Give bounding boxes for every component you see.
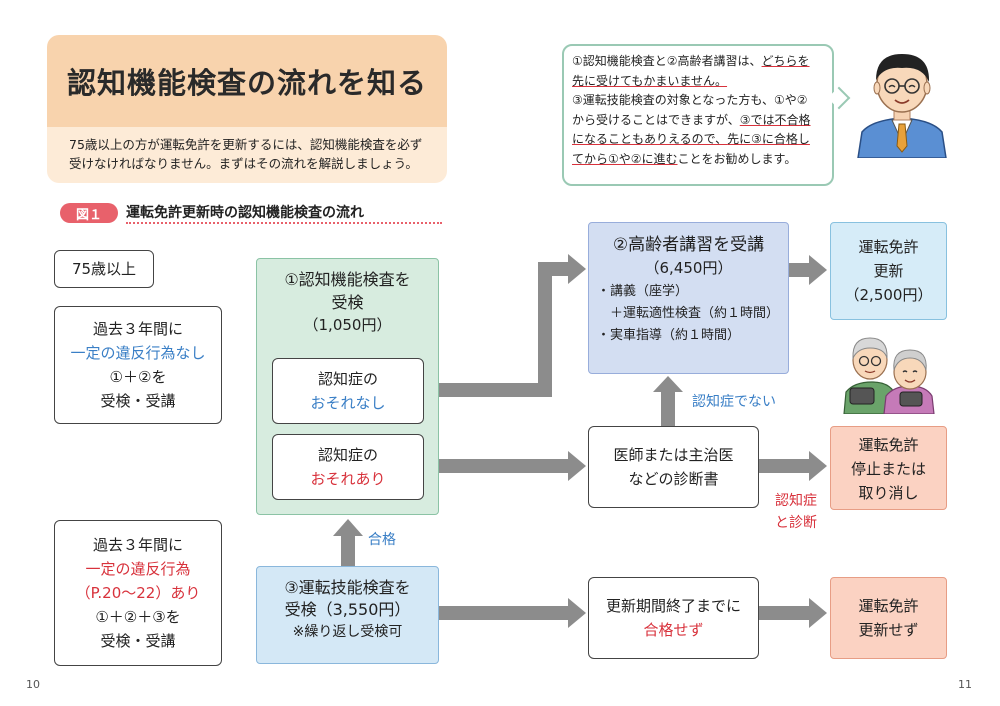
- page-title: 認知機能検査の流れを知る: [66, 66, 427, 100]
- speech-line-5-underline: 先に③に合格し: [727, 132, 810, 146]
- speech-line-3: ③運転技能検査の対象となった方も、①や②: [572, 93, 808, 107]
- intro-line-2: 受けなければなりません。まずはその流れを解説しましょう。: [69, 156, 418, 171]
- norenew-line-2: 更新せず: [858, 621, 919, 639]
- arrow-safe-head: [568, 254, 586, 284]
- arrow-pass-body: [341, 534, 355, 566]
- not-passed-box: 更新期間終了までに 合格せず: [588, 577, 759, 659]
- speech-line-1-underline: どちらを: [761, 54, 810, 68]
- arrow-risk-head: [568, 451, 586, 481]
- age-box: 75歳以上: [54, 250, 154, 288]
- no-dementia-label: 認知症でない: [692, 394, 776, 410]
- risk-line-2: おそれあり: [310, 470, 386, 488]
- result-no-risk: 認知症の おそれなし: [272, 358, 424, 424]
- speech-line-5: になることもありえるので、: [572, 132, 728, 146]
- risk-line-1: 認知症の: [317, 446, 378, 464]
- case-no-violation: 過去３年間に 一定の違反行為なし ①＋②を 受検・受講: [54, 306, 222, 424]
- arrow-fail-head: [568, 598, 586, 628]
- case2-line-3: （P.20～22）あり: [75, 584, 201, 602]
- intro-line-1: 75歳以上の方が運転免許を更新するには、認知機能検査を必ず: [69, 137, 423, 152]
- license-renewed-box: 運転免許 更新 （2,500円）: [830, 222, 947, 320]
- elderly-lecture-box: ②高齢者講習を受講 （6,450円） ・講義（座学） ＋運転適性検査（約１時間）…: [588, 222, 789, 374]
- arrow-stop-body: [759, 459, 811, 473]
- renew-line-2: 更新: [873, 262, 904, 280]
- page-number-left: 10: [26, 678, 40, 691]
- lecture-item-1: ・講義（座学）: [597, 284, 689, 299]
- driving-skill-test-box: ③運転技能検査を 受検（3,550円） ※繰り返し受検可: [256, 566, 439, 664]
- lecture-title: ②高齢者講習を受講: [612, 235, 765, 255]
- figure-title: 運転免許更新時の認知機能検査の流れ: [126, 202, 442, 224]
- renew-fee: （2,500円）: [844, 286, 933, 304]
- case1-line-4: 受検・受講: [100, 392, 176, 410]
- speech-line-6-underline: てから①や②に進む: [572, 151, 678, 166]
- arrow-pass-head: [333, 519, 363, 536]
- speech-line-6: ことをお勧めします。: [677, 151, 797, 166]
- doctor-line-2: などの診断書: [628, 470, 719, 488]
- skill-line-2: 受検（3,550円）: [284, 600, 411, 619]
- arrow-safe-top: [538, 262, 570, 276]
- skill-line-3: ※繰り返し受検可: [292, 624, 403, 640]
- arrow-safe-horizontal: [424, 383, 552, 397]
- case1-line-3: ①＋②を: [109, 368, 167, 386]
- doctor-line-1: 医師または主治医: [613, 446, 734, 464]
- renew-line-1: 運転免許: [858, 238, 919, 256]
- speech-line-2: 先に受けてもかまいません。: [572, 73, 728, 88]
- stop-line-1: 運転免許: [858, 436, 919, 454]
- speech-line-1: ①認知機能検査と②高齢者講習は、: [572, 54, 762, 68]
- no-risk-line-1: 認知症の: [317, 370, 378, 388]
- age-label: 75歳以上: [71, 260, 137, 278]
- arrow-doctor-up-body: [661, 390, 675, 426]
- cognitive-test-title: ①認知機能検査を 受検 （1,050円）: [256, 268, 439, 337]
- stop-line-3: 取り消し: [858, 484, 919, 502]
- arrow-norenew-head: [809, 598, 827, 628]
- lecture-item-3: ・実車指導（約１時間）: [597, 328, 741, 343]
- period-line-2: 合格せず: [643, 621, 704, 639]
- speech-bubble: ①認知機能検査と②高齢者講習は、どちらを 先に受けてもかまいません。 ③運転技能…: [562, 44, 834, 186]
- lecture-item-2: ＋運転適性検査（約１時間）: [597, 306, 780, 321]
- arrow-doctor-up-head: [653, 376, 683, 392]
- license-not-renewed-box: 運転免許 更新せず: [830, 577, 947, 659]
- arrow-risk-body: [424, 459, 570, 473]
- license-suspended-box: 運転免許 停止または 取り消し: [830, 426, 947, 510]
- stop-line-2: 停止または: [850, 460, 926, 478]
- diagnosis-line-1: 認知症: [775, 493, 817, 509]
- arrow-safe-vertical: [538, 262, 552, 397]
- case2-line-1: 過去３年間に: [92, 536, 183, 554]
- intro-text: 75歳以上の方が運転免許を更新するには、認知機能検査を必ず 受けなければなりませ…: [47, 127, 447, 183]
- cognitive-line-1: ①認知機能検査を: [284, 270, 411, 289]
- page-number-right: 11: [958, 678, 972, 691]
- cognitive-fee: （1,050円）: [303, 316, 392, 334]
- case2-line-2: 一定の違反行為: [85, 560, 191, 578]
- arrow-renew-head: [809, 255, 827, 285]
- result-risk: 認知症の おそれあり: [272, 434, 424, 500]
- arrow-fail-body: [439, 606, 570, 620]
- title-banner: 認知機能検査の流れを知る: [47, 35, 447, 127]
- elderly-couple-illustration: [843, 337, 935, 414]
- dementia-diagnosis-label: 認知症 と診断: [768, 490, 824, 534]
- case1-line-1: 過去３年間に: [92, 320, 183, 338]
- norenew-line-1: 運転免許: [858, 597, 919, 615]
- doctor-certificate-box: 医師または主治医 などの診断書: [588, 426, 759, 508]
- cognitive-line-2: 受検: [331, 293, 364, 312]
- arrow-stop-head: [809, 451, 827, 481]
- case1-line-2: 一定の違反行為なし: [70, 344, 206, 362]
- case-violation: 過去３年間に 一定の違反行為 （P.20～22）あり ①＋②＋③を 受検・受講: [54, 520, 222, 666]
- arrow-renew-body: [789, 263, 811, 277]
- diagnosis-line-2: と診断: [775, 515, 817, 531]
- speech-line-4: から受けることはできますが、: [572, 112, 740, 127]
- skill-line-1: ③運転技能検査を: [284, 578, 411, 597]
- pass-label: 合格: [368, 532, 396, 548]
- period-line-1: 更新期間終了までに: [605, 597, 741, 615]
- instructor-illustration: [857, 54, 947, 158]
- figure-tag: 図１: [60, 203, 118, 223]
- no-risk-line-2: おそれなし: [310, 394, 386, 412]
- arrow-norenew-body: [759, 606, 811, 620]
- case2-line-5: 受検・受講: [100, 632, 176, 650]
- speech-line-4-underline: ③では不合格: [739, 112, 811, 127]
- lecture-fee: （6,450円）: [644, 259, 733, 277]
- case2-line-4: ①＋②＋③を: [95, 608, 181, 626]
